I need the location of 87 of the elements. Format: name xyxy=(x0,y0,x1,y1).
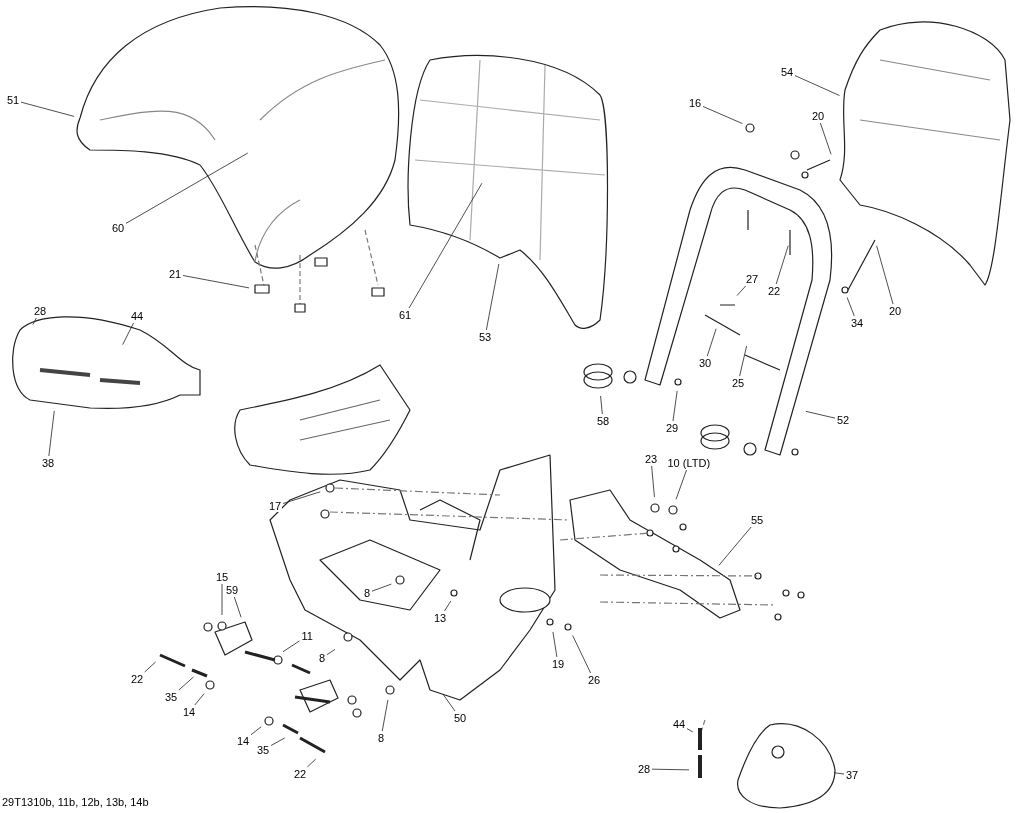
callout-number: 53 xyxy=(478,331,493,343)
leader-line xyxy=(833,772,845,775)
callout-number: 10 (LTD) xyxy=(666,457,712,469)
callout-number: 61 xyxy=(398,309,413,321)
callout-number: 28 xyxy=(33,305,48,317)
leader-line xyxy=(775,245,789,285)
callout-number: 44 xyxy=(130,310,145,322)
leader-line xyxy=(178,676,194,691)
callout-number: 59 xyxy=(225,584,240,596)
leader-line xyxy=(651,768,690,771)
leader-line xyxy=(20,101,75,117)
leader-line xyxy=(250,726,262,736)
callout-number: 58 xyxy=(596,415,611,427)
callout-number: 25 xyxy=(731,377,746,389)
leader-line xyxy=(794,75,840,96)
callout-number: 35 xyxy=(164,691,179,703)
leader-line xyxy=(182,275,250,289)
leader-line xyxy=(194,693,205,706)
leader-line xyxy=(221,583,223,616)
leader-line xyxy=(718,526,752,566)
leader-line xyxy=(408,182,483,309)
leader-line xyxy=(706,328,717,357)
callout-number: 15 xyxy=(215,571,230,583)
callout-number: 52 xyxy=(836,414,851,426)
leader-line xyxy=(572,635,592,674)
callout-number: 20 xyxy=(888,305,903,317)
callout-number: 55 xyxy=(750,514,765,526)
callout-number: 20 xyxy=(811,110,826,122)
callout-number: 26 xyxy=(587,674,602,686)
leader-line xyxy=(443,694,456,712)
leader-line xyxy=(282,640,300,653)
callout-number: 54 xyxy=(780,66,795,78)
callout-number: 50 xyxy=(453,712,468,724)
leader-line xyxy=(675,469,687,500)
leader-line xyxy=(846,297,855,317)
leader-line xyxy=(381,699,389,732)
callout-number: 17 xyxy=(268,500,283,512)
leader-line xyxy=(48,410,55,457)
callout-number: 35 xyxy=(256,744,271,756)
leader-line xyxy=(444,600,452,612)
callout-number: 38 xyxy=(41,457,56,469)
drawing-number: 29T1310b, 11b, 12b, 13b, 14b xyxy=(2,796,149,808)
callout-number: 14 xyxy=(182,706,197,718)
callout-number: 19 xyxy=(551,658,566,670)
leader-line xyxy=(600,395,603,415)
leader-line xyxy=(876,245,894,305)
callout-number: 22 xyxy=(130,673,145,685)
leader-line xyxy=(702,106,743,124)
callout-number: 60 xyxy=(111,222,126,234)
leader-line xyxy=(371,583,392,592)
leader-line xyxy=(122,322,134,346)
callout-number: 23 xyxy=(644,453,659,465)
leader-line xyxy=(125,152,249,224)
callout-number: 29 xyxy=(665,422,680,434)
callout-number: 8 xyxy=(363,587,372,599)
leader-line xyxy=(282,491,321,504)
callout-number: 30 xyxy=(698,357,713,369)
leader-line xyxy=(32,317,37,326)
callout-number: 51 xyxy=(6,94,21,106)
leader-line xyxy=(820,122,832,155)
leader-line xyxy=(233,596,242,618)
leader-line xyxy=(306,758,317,768)
leader-line xyxy=(651,465,655,498)
leader-line xyxy=(739,345,748,377)
leader-line xyxy=(270,737,286,746)
callout-number: 8 xyxy=(318,652,327,664)
leader-line xyxy=(144,661,156,673)
callout-number: 8 xyxy=(377,732,386,744)
callout-number: 28 xyxy=(637,763,652,775)
callout-number: 34 xyxy=(850,317,865,329)
callout-number: 16 xyxy=(688,97,703,109)
callout-number: 22 xyxy=(767,285,782,297)
callout-number: 22 xyxy=(293,768,308,780)
callout-number: 37 xyxy=(845,769,860,781)
callout-number: 11 xyxy=(300,630,314,642)
callout-number: 27 xyxy=(745,273,760,285)
leader-line xyxy=(672,390,678,422)
leader-line xyxy=(686,728,694,733)
callout-number: 13 xyxy=(433,612,448,624)
leader-line xyxy=(552,631,558,658)
leader-line xyxy=(326,648,336,656)
callout-number: 44 xyxy=(672,718,687,730)
leader-line xyxy=(736,285,747,296)
callout-number: 14 xyxy=(236,735,251,747)
leader-line xyxy=(805,410,836,419)
leader-line xyxy=(485,263,500,331)
callout-number: 21 xyxy=(168,268,183,280)
